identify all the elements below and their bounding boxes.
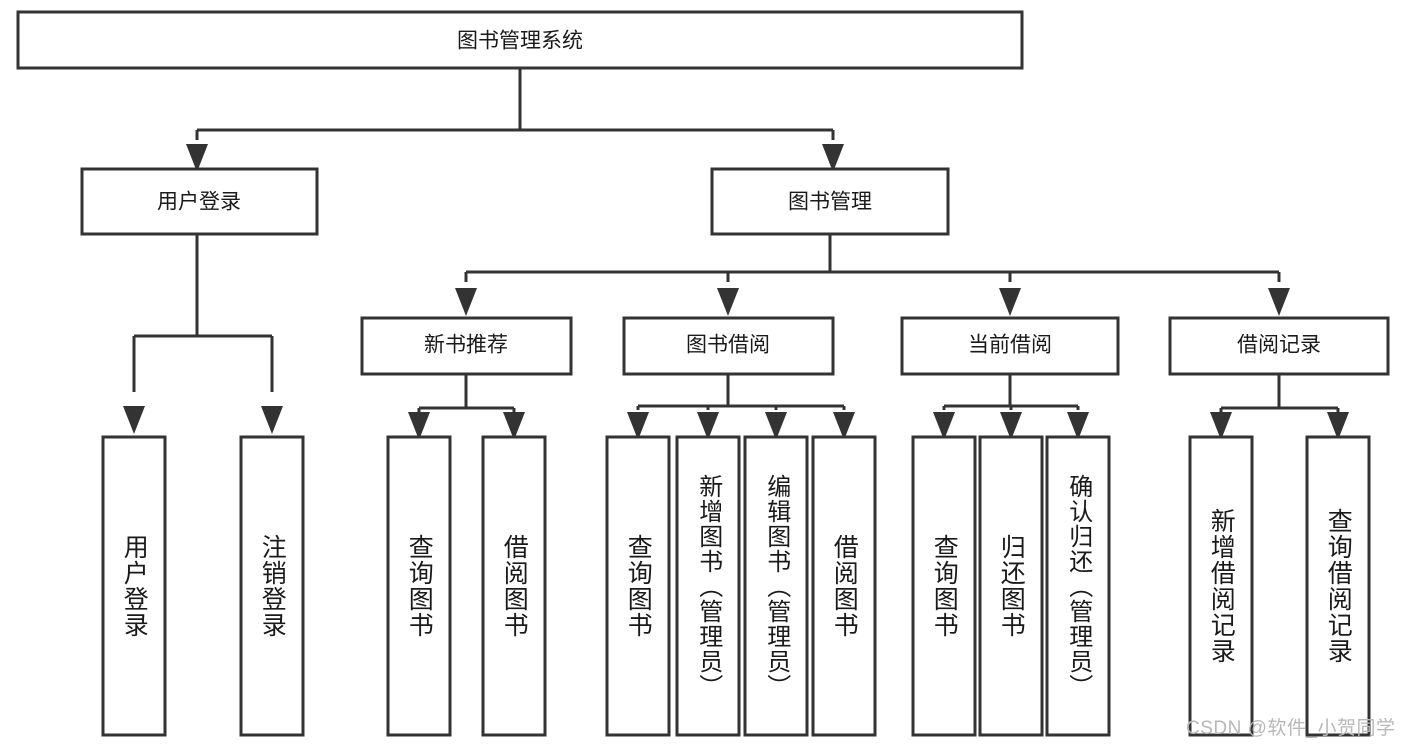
- connector-book-mgmt-to-level3: [455, 234, 1290, 316]
- arrow-icon: [717, 288, 739, 316]
- node-borrow-record[interactable]: 借阅记录: [1168, 316, 1390, 376]
- arrow-icon: [1268, 288, 1290, 316]
- leaf-box-query-record[interactable]: [1305, 435, 1371, 737]
- leaf-box-return-book[interactable]: [978, 435, 1044, 737]
- leaf-box-add-record[interactable]: [1188, 435, 1254, 737]
- node-book-borrow-label: 图书借阅: [686, 334, 770, 357]
- leaf-box-query-book-3[interactable]: [911, 435, 977, 737]
- leaf-box-add-book[interactable]: [675, 435, 741, 737]
- connector-user-login-to-leaves: [123, 234, 283, 434]
- node-book-borrow[interactable]: 图书借阅: [622, 316, 835, 376]
- node-new-book-recommend[interactable]: 新书推荐: [360, 316, 573, 376]
- connector-borrow-to-leaves: [627, 374, 855, 440]
- connector-new-book-to-leaves: [408, 374, 525, 440]
- connector-root-to-level2: [186, 68, 844, 172]
- node-root[interactable]: 图书管理系统: [16, 10, 1024, 70]
- leaf-box-query-book-2[interactable]: [605, 435, 671, 737]
- connector-borrow-record-to-leaves: [1210, 374, 1349, 440]
- leaf-box-query-book-1[interactable]: [386, 435, 452, 737]
- leaf-box-user-login[interactable]: [101, 435, 167, 737]
- node-user-login-label: 用户登录: [157, 191, 241, 214]
- arrow-icon: [261, 406, 283, 434]
- arrow-icon: [455, 288, 477, 316]
- leaf-box-logout[interactable]: [239, 435, 305, 737]
- node-book-management[interactable]: 图书管理: [710, 167, 950, 236]
- node-current-borrow[interactable]: 当前借阅: [900, 316, 1120, 376]
- node-book-management-label: 图书管理: [788, 191, 872, 214]
- node-borrow-record-label: 借阅记录: [1237, 334, 1321, 357]
- arrow-icon: [999, 288, 1021, 316]
- node-new-book-recommend-label: 新书推荐: [424, 334, 508, 357]
- watermark-text: CSDN @软件_小贺同学: [1186, 718, 1396, 739]
- connector-current-borrow-to-leaves: [933, 374, 1089, 440]
- node-user-login[interactable]: 用户登录: [80, 167, 319, 236]
- leaf-box-borrow-book-1[interactable]: [481, 435, 547, 737]
- arrow-icon: [123, 406, 145, 434]
- node-current-borrow-label: 当前借阅: [968, 334, 1052, 357]
- leaf-box-edit-book[interactable]: [743, 435, 809, 737]
- leaf-box-confirm-return[interactable]: [1045, 435, 1111, 737]
- node-root-label: 图书管理系统: [457, 30, 583, 53]
- leaf-box-borrow-book-2[interactable]: [811, 435, 877, 737]
